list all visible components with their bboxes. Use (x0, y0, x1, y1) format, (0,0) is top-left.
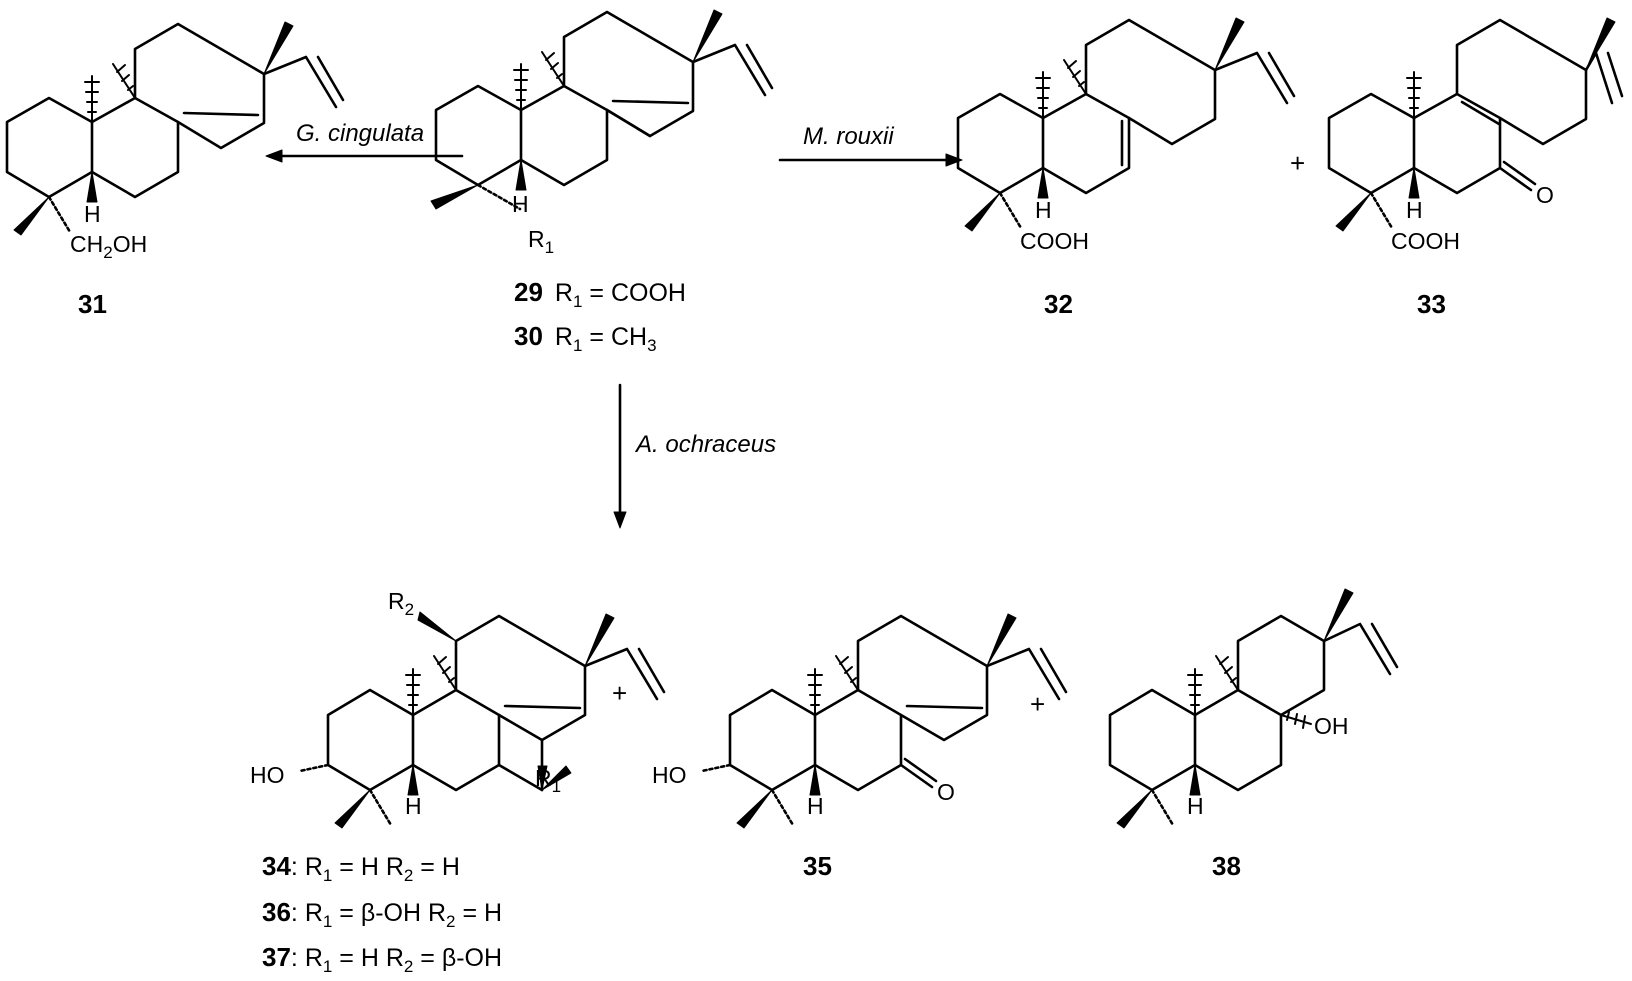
cooh-label: COOH (1020, 228, 1089, 254)
arrow-left (265, 149, 464, 163)
label-32: 32 (1044, 289, 1073, 319)
compound-29-structure: H R1 (430, 9, 774, 257)
plus-sign: + (1030, 689, 1045, 719)
label-37: 37: R1 = H R2 = β-OH (262, 942, 502, 976)
label-34: 34: R1 = H R2 = H (262, 851, 460, 885)
cooh-label: COOH (1391, 228, 1460, 254)
compound-35-structure: HO H O (652, 613, 1068, 829)
compound-38-structure: OH H (1108, 588, 1399, 829)
h-label: H (512, 191, 529, 217)
ho-label: HO (652, 762, 687, 788)
h-label: H (807, 793, 824, 819)
plus-sign: + (1290, 148, 1305, 178)
h-label: H (1035, 197, 1052, 223)
h-label: H (1406, 197, 1423, 223)
h-label: H (84, 201, 101, 227)
r2-label: R2 (388, 588, 414, 619)
label-31: 31 (78, 289, 107, 319)
compound-33-structure: H COOH O (1327, 17, 1624, 254)
o-label: O (937, 779, 955, 805)
h-label: H (405, 793, 422, 819)
plus-sign: + (612, 678, 627, 708)
reagent-left: G. cingulata (296, 120, 424, 147)
label-36: 36: R1 = β-OH R2 = H (262, 897, 502, 931)
reagent-down: A. ochraceus (634, 431, 776, 458)
compound-32-structure: H COOH (956, 17, 1296, 254)
compound-34-structure: HO H R1 R2 (250, 588, 666, 829)
h-label: H (1187, 793, 1204, 819)
compound-31-structure: H CH2OH (5, 21, 345, 262)
arrow-right (778, 153, 963, 167)
oh-label: OH (1314, 713, 1349, 739)
o-label: O (1536, 182, 1554, 208)
r1-label: R1 (528, 226, 554, 257)
label-38: 38 (1212, 851, 1241, 881)
ho-label: HO (250, 762, 285, 788)
label-33: 33 (1417, 289, 1446, 319)
r1-label: R1 (535, 765, 561, 796)
arrow-down (613, 383, 627, 529)
reagent-right: M. rouxii (803, 123, 894, 150)
label-35: 35 (803, 851, 832, 881)
ch2oh-label: CH2OH (70, 231, 147, 262)
